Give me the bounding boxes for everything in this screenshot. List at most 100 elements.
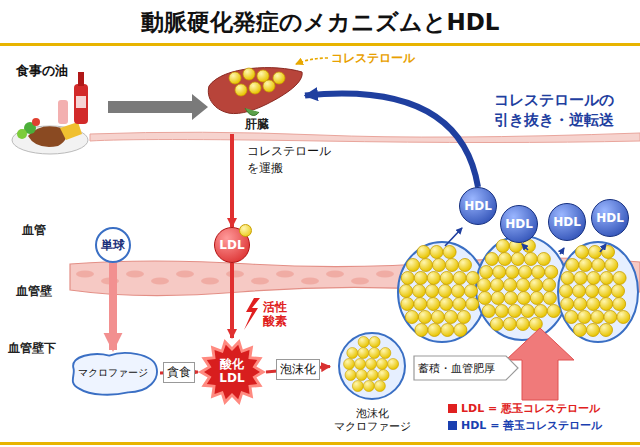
label: 血管壁 — [16, 283, 52, 300]
lipid-ball — [517, 279, 530, 292]
plaque-cell — [476, 236, 568, 340]
label: コレステロール — [331, 50, 415, 67]
lipid-ball — [534, 305, 547, 318]
lipid-ball — [573, 285, 586, 298]
label: 血管 — [22, 222, 46, 239]
connector — [230, 263, 234, 338]
small-arrow — [560, 248, 564, 254]
molecule-circle: 単球 — [95, 227, 131, 263]
wall-cell — [126, 271, 144, 278]
star-node: 酸化 LDL — [198, 338, 266, 406]
node-text: マクロファージ — [78, 366, 148, 380]
wall-cell — [151, 278, 169, 285]
connector — [230, 134, 234, 227]
lipid-ball — [511, 253, 524, 266]
lipid-ball — [521, 305, 534, 318]
legend-row: HDL = 善玉コレステロール — [448, 418, 602, 433]
small-arrow — [445, 228, 462, 246]
lipid-ball — [566, 259, 579, 272]
label-arrow-box — [414, 356, 518, 380]
lipid-ball — [414, 272, 427, 285]
title: 動脈硬化発症のメカニズムとHDL — [0, 7, 640, 38]
foam-node: 泡沫化 マクロファージ — [330, 330, 414, 434]
edge-label: 泡沫化 — [276, 359, 320, 380]
cholesterol-dot — [239, 224, 252, 237]
wall-cell — [76, 271, 94, 278]
lipid-ball — [496, 240, 509, 253]
lipid-ball — [480, 266, 493, 279]
lipid-ball — [587, 298, 600, 311]
lipid-ball — [440, 298, 453, 311]
lipid-ball — [530, 292, 543, 305]
wall-cell — [226, 271, 244, 278]
connector — [305, 94, 478, 187]
label: 活性 酸素 — [263, 300, 290, 329]
lipid-ball — [517, 292, 530, 305]
molecule-circle: HDL — [500, 205, 538, 243]
lipid-ball — [419, 259, 432, 272]
label: 食事の油 — [16, 62, 68, 80]
wall-cell — [276, 271, 294, 278]
lipid-ball — [576, 246, 589, 259]
molecule-circle: HDL — [548, 203, 586, 241]
lipid-ball — [543, 279, 556, 292]
legend-row: LDL = 悪玉コレステロール — [448, 401, 600, 416]
lipid-ball — [599, 285, 612, 298]
lipid-ball — [443, 246, 456, 259]
grey-arrow — [108, 94, 208, 120]
lipid-ball — [543, 292, 556, 305]
lipid-ball — [458, 259, 471, 272]
node-text: HDL — [596, 211, 624, 225]
lipid-ball — [574, 272, 587, 285]
lipid-ball — [600, 324, 613, 337]
lipid-ball — [401, 272, 414, 285]
lipid-ball — [495, 305, 508, 318]
lipid-ball — [578, 311, 591, 324]
lipid-ball — [574, 324, 587, 337]
wall-cell — [326, 271, 344, 278]
lipid-ball — [586, 285, 599, 298]
connector — [109, 263, 117, 350]
edge-label: コレステロールの 引き抜き・逆転送 — [492, 90, 615, 131]
node-text: 単球 — [101, 237, 125, 254]
node-text: LDL — [219, 238, 244, 252]
node-text: 酸化 LDL — [218, 358, 247, 386]
lipid-ball — [457, 311, 470, 324]
gold-rule — [0, 43, 640, 46]
lipid-ball — [504, 279, 517, 292]
lipid-ball — [441, 324, 454, 337]
label: 蓄積・血管肥厚 — [418, 361, 495, 376]
lipid-ball — [524, 253, 537, 266]
lipid-ball — [466, 298, 479, 311]
lipid-ball — [427, 298, 440, 311]
lipid-ball — [605, 259, 618, 272]
lipid-ball — [478, 292, 491, 305]
node-text: HDL — [553, 215, 581, 229]
lipid-ball — [600, 272, 613, 285]
lipid-ball — [589, 246, 602, 259]
lipid-ball — [453, 298, 466, 311]
lipid-ball — [406, 259, 419, 272]
legend-text: LDL = 悪玉コレステロール — [461, 401, 600, 416]
lipid-ball — [490, 318, 503, 331]
lipid-ball — [617, 311, 630, 324]
plaque-cell — [558, 242, 638, 342]
small-arrow — [600, 244, 606, 252]
lipid-ball — [613, 272, 626, 285]
wall-cell — [301, 278, 319, 285]
lipid-ball — [537, 253, 550, 266]
wall-cell — [201, 278, 219, 285]
lipid-ball — [530, 279, 543, 292]
lipid-ball — [485, 253, 498, 266]
legend-text: HDL = 善玉コレステロール — [461, 418, 602, 433]
lipid-ball — [613, 298, 626, 311]
lipid-ball — [561, 272, 574, 285]
lipid-ball — [503, 318, 516, 331]
lipid-ball — [440, 272, 453, 285]
lipid-ball — [405, 311, 418, 324]
lipid-ball — [508, 305, 521, 318]
gold-rule — [0, 442, 640, 445]
lipid-ball — [428, 324, 441, 337]
lipid-ball — [519, 266, 532, 279]
